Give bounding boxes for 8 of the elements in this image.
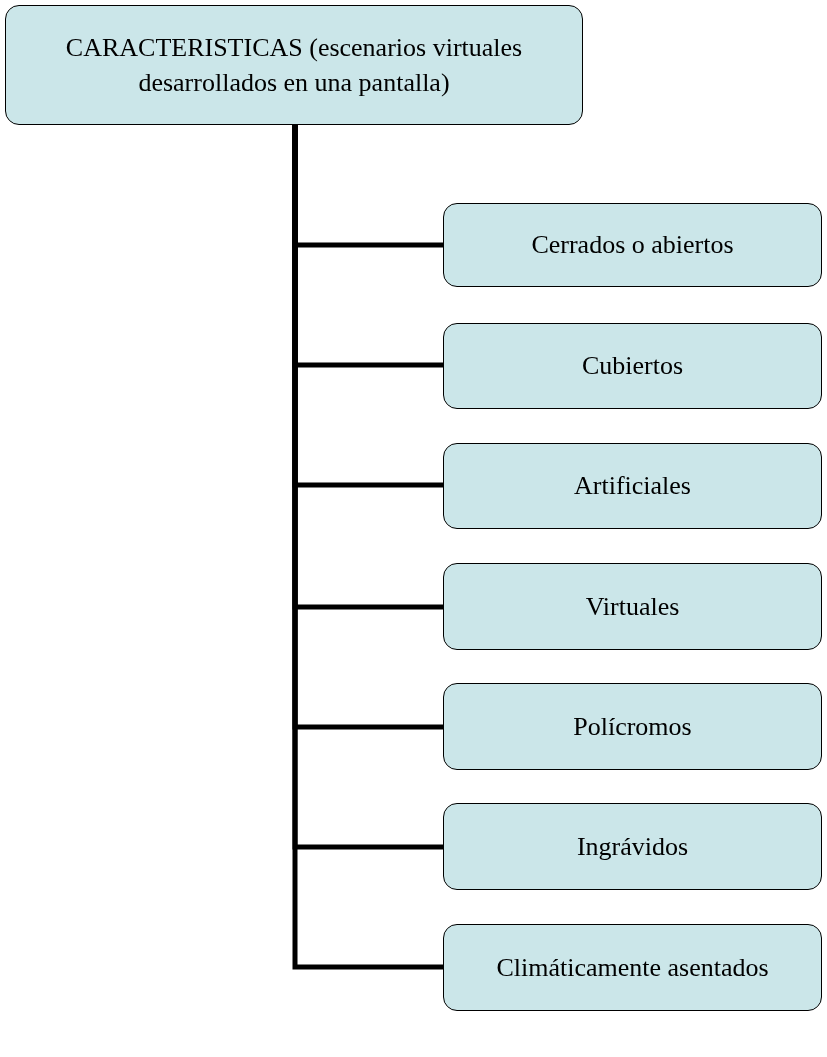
item-box: Cerrados o abiertos (443, 203, 822, 287)
item-box: Climáticamente asentados (443, 924, 822, 1011)
item-box: Artificiales (443, 443, 822, 529)
item-box: Polícromos (443, 683, 822, 770)
heading-box: CARACTERISTICAS (escenarios virtuales desarrollados en una pantalla) (5, 5, 583, 125)
item-box: Cubiertos (443, 323, 822, 409)
item-box: Ingrávidos (443, 803, 822, 890)
item-box: Virtuales (443, 563, 822, 650)
